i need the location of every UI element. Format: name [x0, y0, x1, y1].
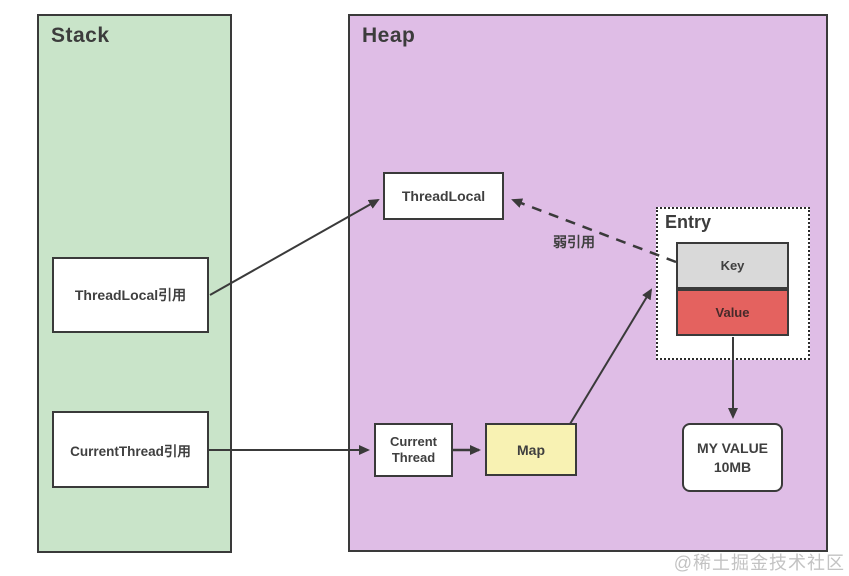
- weak-reference-label: 弱引用: [553, 234, 595, 250]
- current-thread-node-line1: Current: [390, 433, 437, 449]
- heap-region-title: Heap: [362, 24, 416, 47]
- entry-key-node: Key: [676, 242, 789, 289]
- entry-title: Entry: [665, 212, 712, 232]
- my-value-node-line1: MY VALUE: [696, 439, 769, 456]
- map-node-label: Map: [517, 441, 545, 458]
- entry-value-node-label: Value: [715, 305, 750, 320]
- stack-region-title: Stack: [51, 24, 110, 47]
- current-thread-node: Current Thread: [374, 423, 453, 477]
- currentthread-ref-node: CurrentThread引用: [52, 411, 209, 488]
- threadlocal-node-label: ThreadLocal: [401, 188, 486, 204]
- currentthread-ref-node-label: CurrentThread引用: [70, 443, 191, 459]
- entry-key-node-label: Key: [720, 258, 745, 273]
- threadlocal-ref-node-label: ThreadLocal引用: [74, 287, 187, 303]
- my-value-node: MY VALUE 10MB: [682, 423, 783, 492]
- map-node: Map: [485, 423, 577, 476]
- watermark-text: @稀土掘金技术社区: [673, 553, 845, 573]
- threadlocal-node: ThreadLocal: [383, 172, 504, 220]
- threadlocal-ref-node: ThreadLocal引用: [52, 257, 209, 333]
- current-thread-node-line2: Thread: [391, 450, 436, 465]
- my-value-node-line2: 10MB: [713, 458, 752, 475]
- entry-value-node: Value: [676, 289, 789, 336]
